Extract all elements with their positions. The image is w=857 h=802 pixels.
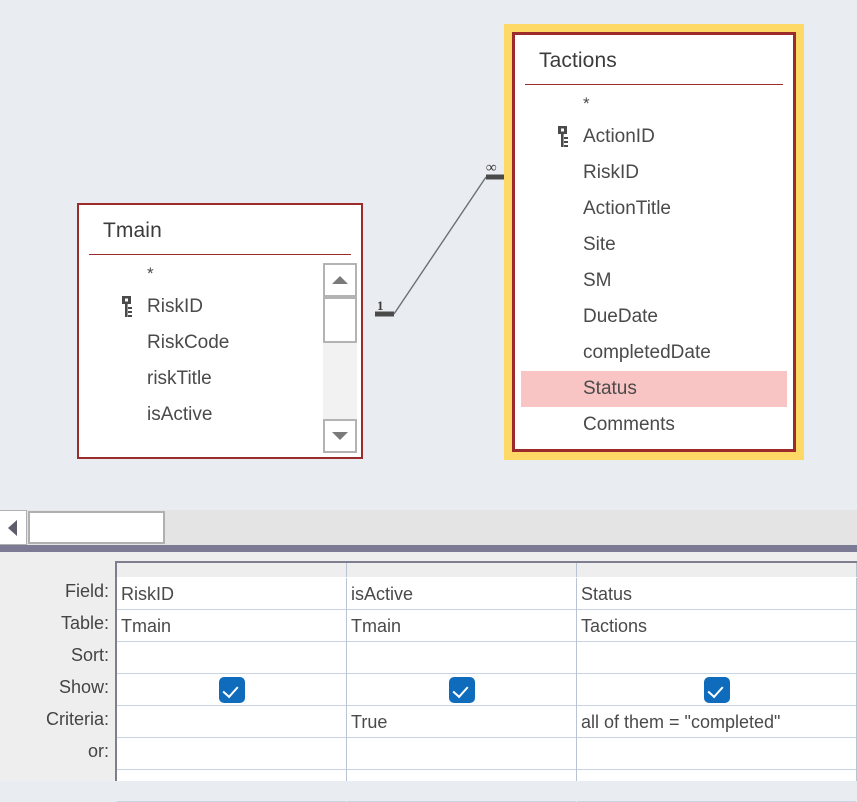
triangle-left-icon (8, 519, 17, 536)
row-label-field: Field: (64, 581, 109, 601)
scroll-left-button[interactable] (0, 510, 27, 545)
cell-extra[interactable] (117, 770, 346, 802)
cell-sort[interactable] (117, 642, 346, 674)
cell-show[interactable] (577, 674, 856, 706)
field-row-isactive[interactable]: isActive (147, 404, 213, 425)
cell-or[interactable] (117, 738, 346, 770)
cell-or[interactable] (577, 738, 856, 770)
cell-extra[interactable] (577, 770, 856, 802)
grid-column-isactive[interactable]: isActive Tmain True (347, 578, 577, 802)
field-row-status[interactable]: Status (515, 371, 793, 407)
field-row-actionid[interactable]: ActionID (515, 119, 793, 155)
table-box-tactions[interactable]: Tactions * (504, 24, 804, 460)
field-row-riskcode[interactable]: RiskCode (147, 332, 230, 353)
scroll-up-button[interactable] (323, 263, 357, 297)
field-row-star[interactable]: * (147, 264, 154, 283)
query-grid[interactable]: RiskID Tmain isActive Tmain True Status (115, 561, 857, 802)
triangle-up-icon (332, 276, 348, 284)
grid-column-riskid[interactable]: RiskID Tmain (117, 578, 347, 802)
field-row-site[interactable]: Site (583, 234, 616, 255)
row-label-show: Show: (58, 677, 109, 697)
field-row-star[interactable]: * (583, 94, 590, 113)
row-label-criteria: Criteria: (45, 709, 109, 729)
show-checkbox[interactable] (448, 677, 475, 704)
diagram-horizontal-scrollbar[interactable] (0, 510, 857, 545)
triangle-down-icon (332, 432, 348, 440)
tmain-vertical-scrollbar[interactable] (323, 263, 357, 453)
cell-criteria[interactable]: True (347, 706, 576, 738)
grid-row-label-column: Field: Table: Sort: Show: Criteria: or: (0, 552, 115, 781)
field-list-tmain: * RiskID RiskCode (79, 255, 361, 433)
table-title-tmain: Tmain (103, 219, 162, 242)
grid-column-status[interactable]: Status Tactions all of them = "completed… (577, 578, 857, 802)
cell-show[interactable] (347, 674, 576, 706)
query-diagram-pane[interactable]: 1 ∞ Tmain * (0, 0, 857, 508)
column-header-0[interactable] (117, 563, 347, 577)
query-design-grid-pane[interactable]: Field: Table: Sort: Show: Criteria: or: … (0, 552, 857, 802)
cell-field[interactable]: RiskID (117, 578, 346, 610)
cell-criteria[interactable]: all of them = "completed" (577, 706, 856, 738)
cell-extra[interactable] (347, 770, 576, 802)
field-row-riskid[interactable]: RiskID (583, 162, 639, 183)
cell-table[interactable]: Tmain (117, 610, 346, 642)
field-row-actiontitle[interactable]: ActionTitle (583, 198, 671, 219)
cell-field[interactable]: Status (577, 578, 856, 610)
field-row-risktitle[interactable]: riskTitle (147, 368, 212, 389)
pane-splitter[interactable] (0, 545, 857, 552)
cell-sort[interactable] (347, 642, 576, 674)
row-label-or: or: (87, 741, 109, 761)
relationship-many-label: ∞ (486, 160, 497, 176)
relationship-one-label: 1 (377, 298, 384, 313)
column-header-1[interactable] (347, 563, 577, 577)
show-checkbox[interactable] (703, 677, 730, 704)
field-list-tactions: * ActionID RiskI (515, 85, 793, 443)
cell-field[interactable]: isActive (347, 578, 576, 610)
row-label-table: Table: (60, 613, 109, 633)
cell-or[interactable] (347, 738, 576, 770)
status-highlight-band (521, 371, 787, 407)
primary-key-icon (122, 296, 132, 317)
horizontal-scroll-thumb[interactable] (28, 511, 165, 544)
row-label-sort: Sort: (70, 645, 109, 665)
table-box-tmain[interactable]: Tmain * (77, 203, 363, 459)
field-row-riskid[interactable]: RiskID (79, 289, 361, 325)
scroll-down-button[interactable] (323, 419, 357, 453)
cell-sort[interactable] (577, 642, 856, 674)
field-row-comments[interactable]: Comments (583, 414, 675, 435)
table-title-divider (89, 254, 351, 255)
cell-criteria[interactable] (117, 706, 346, 738)
column-header-2[interactable] (577, 563, 857, 577)
field-row-completeddate[interactable]: completedDate (583, 342, 711, 363)
scroll-thumb[interactable] (323, 297, 357, 343)
field-row-duedate[interactable]: DueDate (583, 306, 658, 327)
field-row-sm[interactable]: SM (583, 270, 612, 291)
table-title-divider (525, 84, 783, 85)
show-checkbox[interactable] (218, 677, 245, 704)
cell-table[interactable]: Tmain (347, 610, 576, 642)
table-title-tactions: Tactions (539, 49, 617, 72)
cell-table[interactable]: Tactions (577, 610, 856, 642)
primary-key-icon (558, 126, 568, 147)
cell-show[interactable] (117, 674, 346, 706)
